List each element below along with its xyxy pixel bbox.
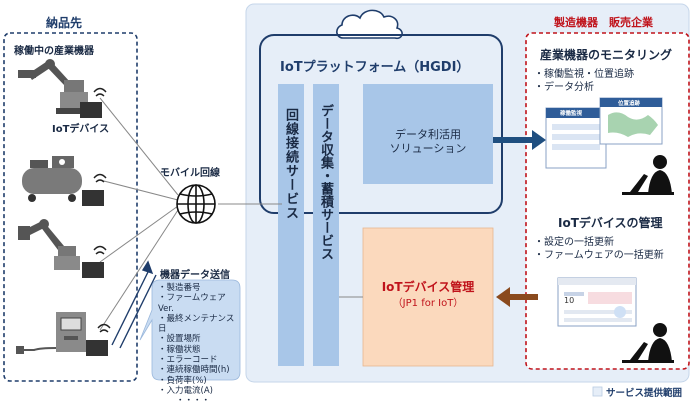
device-mgmt-sub: （JP1 for IoT） xyxy=(392,298,464,309)
compressor-icon xyxy=(22,156,82,202)
data-send-item: 製造番号 xyxy=(158,283,238,293)
iot-device-icon-4 xyxy=(86,323,111,356)
mgmt-title: IoTデバイスの管理 xyxy=(558,216,663,230)
robot-arm-icon-2 xyxy=(18,219,80,270)
data-send-item: ファームウェア Ver. xyxy=(158,293,238,314)
iot-device-label: IoTデバイス xyxy=(52,124,110,135)
device-mgmt-title: IoTデバイス管理 xyxy=(381,280,475,294)
data-send-item: 入力電流(A) xyxy=(158,386,238,396)
solution-label-line2: ソリューション xyxy=(389,142,467,155)
monitor-title: 産業機器のモニタリング xyxy=(540,48,673,62)
monitor-list: 稼働監視・位置追跡 データ分析 xyxy=(534,68,634,94)
platform-frame xyxy=(259,34,503,214)
data-send-list: 製造番号 ファームウェア Ver. 最終メンテナンス日 設置場所 稼働状態 エラ… xyxy=(158,283,238,407)
machine-terminal-icon xyxy=(16,312,86,354)
data-send-item: ・・・ xyxy=(158,396,238,406)
person-at-laptop-icon-2 xyxy=(622,323,674,363)
device-connection-lines xyxy=(99,97,179,331)
left-panel-title: 納品先 xyxy=(46,16,83,30)
screen-tab-location: 位置追跡 xyxy=(618,101,641,107)
line-service-label: 回線接続サービス xyxy=(283,108,298,220)
data-send-item: 設置場所 xyxy=(158,334,238,344)
data-send-arrows xyxy=(111,260,157,349)
data-send-item: 連続稼働時間(h) xyxy=(158,365,238,375)
arrow-to-monitoring xyxy=(493,130,546,150)
legend-label: サービス提供範囲 xyxy=(606,388,683,399)
right-panel-title: 製造機器 販売企業 xyxy=(554,16,653,29)
cloud-icon xyxy=(336,9,403,40)
person-at-laptop-icon-1 xyxy=(622,155,674,195)
globe-icon xyxy=(176,184,216,224)
mgmt-screen xyxy=(557,277,637,327)
line-service-column xyxy=(278,84,304,366)
data-service-column xyxy=(313,84,339,366)
left-panel-subtitle: 稼働中の産業機器 xyxy=(14,46,94,57)
monitor-item: 稼働監視・位置追跡 xyxy=(534,68,634,81)
monitor-item: データ分析 xyxy=(534,81,634,94)
data-send-item: エラーコード xyxy=(158,355,238,365)
left-panel-frame xyxy=(3,32,138,382)
data-send-title: 機器データ送信 xyxy=(160,270,230,281)
monitoring-screen xyxy=(545,97,663,169)
platform-title: IoTプラットフォーム（HGDI） xyxy=(280,60,470,75)
data-send-item: 負荷率(%) xyxy=(158,376,238,386)
iot-device-icon-1 xyxy=(80,87,107,118)
mgmt-list: 設定の一括更新 ファームウェアの一括更新 xyxy=(534,236,664,262)
mgmt-screen-value: 10 xyxy=(564,296,575,305)
arrow-from-device-mgmt xyxy=(496,287,538,307)
mgmt-item: 設定の一括更新 xyxy=(534,236,664,249)
legend-swatch xyxy=(592,386,603,397)
data-service-label: データ収集・蓄積サービス xyxy=(318,104,333,260)
mgmt-item: ファームウェアの一括更新 xyxy=(534,249,664,262)
solution-label-line1: データ利活用 xyxy=(395,128,461,141)
data-send-item: 稼働状態 xyxy=(158,345,238,355)
screen-tab-monitor: 稼働監視 xyxy=(560,111,583,117)
solution-box xyxy=(363,84,493,184)
data-send-item: 最終メンテナンス日 xyxy=(158,314,238,335)
device-mgmt-box xyxy=(362,227,494,367)
iot-device-icon-2 xyxy=(82,173,107,206)
network-label: モバイル回線 xyxy=(160,168,220,179)
iot-device-icon-3 xyxy=(82,245,107,278)
